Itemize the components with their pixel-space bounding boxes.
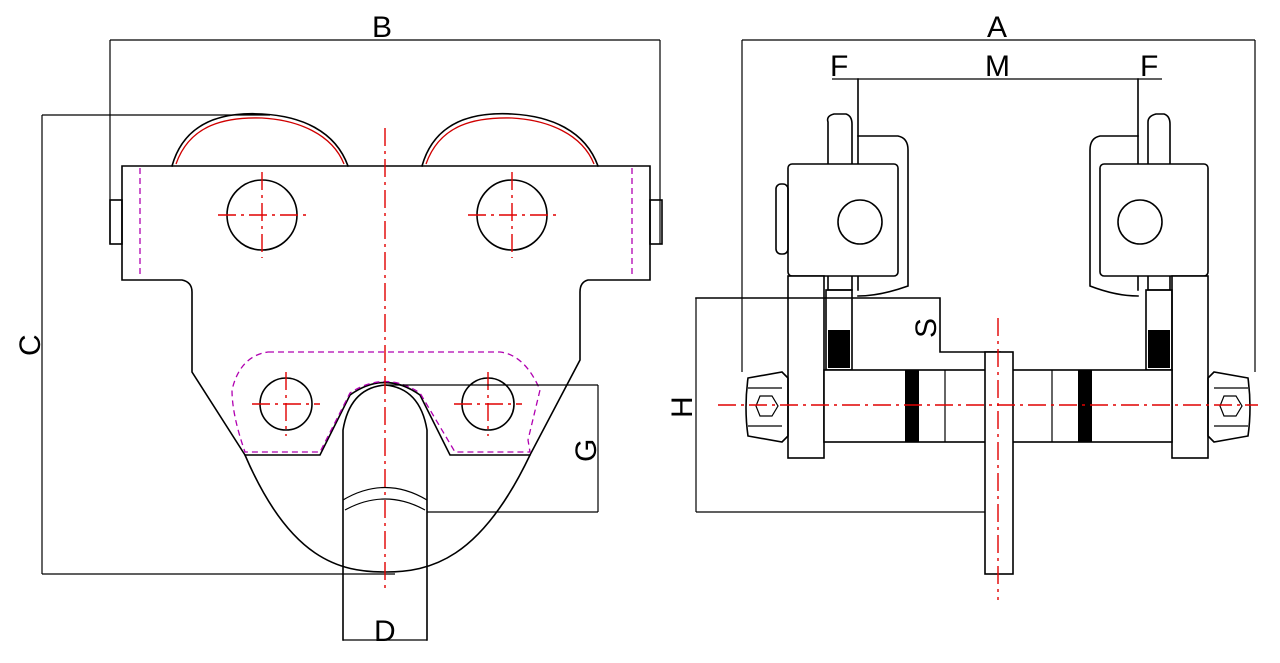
dimension-b: B — [109, 11, 661, 244]
left-side-tab — [109, 199, 123, 245]
dimension-h: H — [666, 298, 985, 513]
label-m: M — [985, 50, 1010, 83]
load-plate-side — [984, 351, 1014, 575]
dimension-s: S — [695, 297, 1001, 353]
label-d: D — [374, 615, 396, 648]
left-wheel — [171, 112, 350, 168]
side-view: A F M F S — [666, 11, 1258, 600]
label-c: C — [14, 334, 47, 356]
label-b: B — [372, 11, 392, 44]
side-plate-outline — [121, 165, 651, 456]
label-f-left: F — [830, 50, 848, 83]
left-side-plate — [787, 275, 825, 459]
plate-lower-curve — [243, 453, 532, 573]
label-a: A — [987, 11, 1007, 44]
label-s: S — [910, 318, 943, 338]
dimension-d: D — [343, 615, 427, 648]
right-axle-block — [1099, 163, 1209, 277]
left-nut — [745, 371, 789, 443]
label-g: G — [570, 439, 603, 462]
dimension-c: C — [14, 114, 395, 575]
dimension-a: A — [741, 11, 1256, 372]
front-view: B C — [14, 11, 663, 648]
right-axle-pin — [1117, 199, 1163, 245]
right-wheel — [421, 112, 600, 168]
label-f-right: F — [1140, 50, 1158, 83]
left-axle-pin — [837, 199, 883, 245]
label-h: H — [666, 396, 699, 418]
right-nut — [1207, 371, 1251, 443]
right-side-plate — [1171, 275, 1209, 459]
dimension-g: G — [385, 384, 603, 513]
